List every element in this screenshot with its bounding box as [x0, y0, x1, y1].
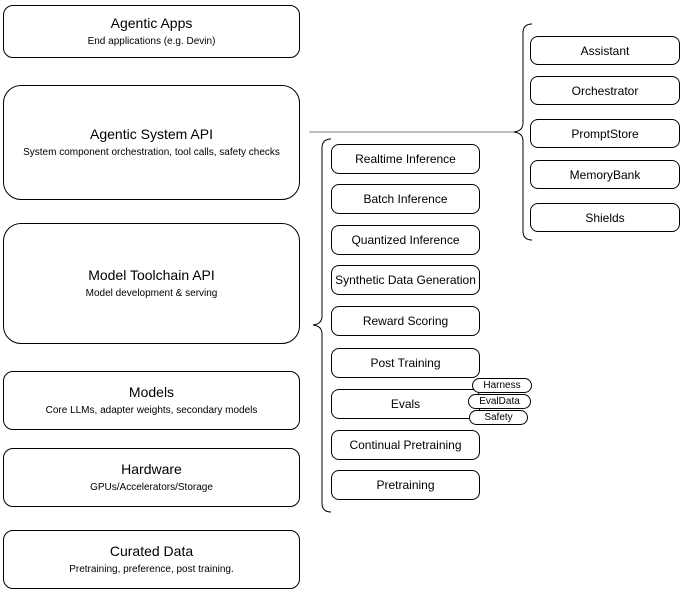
node-label: Realtime Inference [355, 152, 456, 166]
node-label: Harness [483, 379, 521, 391]
node-orchestrator: Orchestrator [530, 76, 680, 105]
node-models: Models Core LLMs, adapter weights, secon… [3, 371, 300, 430]
node-eval-tag-evaldata: EvalData [468, 394, 531, 409]
node-title: Models [128, 384, 175, 401]
node-continual-pretraining: Continual Pretraining [331, 430, 480, 460]
node-evals: Evals [331, 389, 480, 419]
node-hardware: Hardware GPUs/Accelerators/Storage [3, 448, 300, 507]
node-post-training: Post Training [331, 348, 480, 378]
node-agentic-system-api: Agentic System API System component orch… [3, 85, 300, 200]
node-agentic-apps: Agentic Apps End applications (e.g. Devi… [3, 5, 300, 58]
node-eval-tag-harness: Harness [472, 378, 532, 393]
node-label: Reward Scoring [362, 314, 449, 328]
node-label: Safety [484, 411, 513, 423]
node-realtime-inference: Realtime Inference [331, 144, 480, 174]
node-batch-inference: Batch Inference [331, 184, 480, 214]
node-label: Continual Pretraining [349, 438, 462, 452]
node-title: Agentic Apps [110, 15, 193, 32]
node-label: MemoryBank [569, 167, 641, 182]
node-title: Agentic System API [90, 126, 213, 143]
node-subtitle: Pretraining, preference, post training. [69, 563, 234, 575]
node-label: Orchestrator [571, 83, 639, 98]
node-curated-data: Curated Data Pretraining, preference, po… [3, 530, 300, 589]
node-subtitle: GPUs/Accelerators/Storage [90, 481, 213, 493]
node-assistant: Assistant [530, 36, 680, 65]
node-eval-tag-safety: Safety [469, 410, 528, 425]
node-subtitle: System component orchestration, tool cal… [23, 146, 280, 158]
node-title: Model Toolchain API [88, 267, 215, 284]
node-quantized-inference: Quantized Inference [331, 225, 480, 255]
node-reward-scoring: Reward Scoring [331, 306, 480, 336]
node-pretraining: Pretraining [331, 470, 480, 500]
node-title: Hardware [121, 461, 182, 478]
node-title: Curated Data [109, 543, 194, 560]
node-label: Post Training [370, 356, 441, 370]
node-label: Quantized Inference [351, 233, 460, 247]
node-subtitle: End applications (e.g. Devin) [87, 35, 216, 47]
node-memorybank: MemoryBank [530, 160, 680, 189]
brace-toolchain-items [312, 138, 332, 513]
node-label: Assistant [580, 43, 630, 58]
node-label: Shields [585, 210, 625, 225]
node-label: Pretraining [376, 478, 435, 492]
brace-system-components [513, 23, 533, 241]
node-synthetic-data-generation: Synthetic Data Generation [331, 265, 480, 295]
node-model-toolchain-api: Model Toolchain API Model development & … [3, 223, 300, 344]
node-label: EvalData [479, 395, 520, 407]
node-shields: Shields [530, 203, 680, 232]
node-label: Synthetic Data Generation [335, 273, 476, 287]
node-label: PromptStore [571, 126, 639, 141]
node-promptstore: PromptStore [530, 119, 680, 148]
node-subtitle: Model development & serving [85, 287, 218, 299]
node-label: Batch Inference [363, 192, 448, 206]
node-label: Evals [390, 397, 421, 411]
node-subtitle: Core LLMs, adapter weights, secondary mo… [45, 404, 258, 416]
